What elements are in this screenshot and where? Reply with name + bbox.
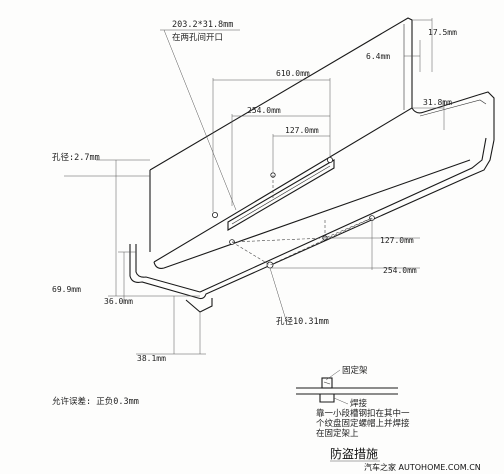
leader-slot <box>163 29 237 211</box>
detail-nut <box>321 377 333 389</box>
base-front-lip <box>129 139 495 300</box>
slot-outline <box>227 159 335 231</box>
slot-inner-line <box>231 165 331 225</box>
label-hole-diameter: 孔径:2.7mm <box>52 152 100 163</box>
footer: 防盗措施 汽车之家 AUTOHOME.COM.CN <box>330 446 481 472</box>
label-big-hole: 孔径10.31mm <box>276 316 329 327</box>
leader-weld <box>333 397 349 405</box>
base-left-foot <box>185 298 213 313</box>
wall-hole-left <box>211 211 218 218</box>
label-254-low: 254.0mm <box>383 266 417 275</box>
dimension-labels: 203.2*31.8mm 在两孔间开口 610.0mm 254.0mm 127.… <box>52 20 457 407</box>
detail-channel <box>319 394 335 403</box>
label-weld: 焊接 <box>350 398 368 409</box>
base-lip-top <box>199 137 487 293</box>
detail-note-line-3: 在固定架上 <box>316 428 359 439</box>
label-254-top: 254.0mm <box>247 106 281 115</box>
label-17-5: 17.5mm <box>428 28 457 37</box>
detail-nut-inner <box>323 381 331 385</box>
leader-fixed-frame <box>325 369 341 381</box>
dimension-lines <box>64 18 445 355</box>
label-610: 610.0mm <box>276 69 310 78</box>
label-slot-size: 203.2*31.8mm <box>172 20 233 30</box>
label-69-9: 69.9mm <box>52 285 81 294</box>
label-31-8: 31.8mm <box>423 98 452 107</box>
base-right-inner <box>419 99 487 117</box>
bracket-body <box>129 17 495 313</box>
label-127-low: 127.0mm <box>380 236 414 245</box>
label-36-0: 36.0mm <box>104 297 133 306</box>
leader-big-hole <box>269 267 287 321</box>
label-fixed-frame: 固定架 <box>342 365 368 376</box>
base-hidden-line-2 <box>231 217 373 266</box>
label-127-top: 127.0mm <box>285 126 319 135</box>
detail-note-line-1: 靠一小段槽钢扣在其中一 <box>316 408 410 419</box>
label-38-1: 38.1mm <box>137 354 166 363</box>
base-back-fold <box>153 159 471 269</box>
weld-detail: 固定架 焊接 靠一小段槽钢扣在其中一 个纹盘固定螺帽上并焊接 在固定架上 <box>296 365 410 439</box>
diagram-title: 防盗措施 <box>330 446 378 461</box>
base-right-end <box>477 91 495 140</box>
base-right-back <box>411 94 479 114</box>
detail-note-line-2: 个纹盘固定螺帽上并焊接 <box>316 418 410 429</box>
wall-hole-right <box>326 156 333 163</box>
label-6-4: 6.4mm <box>366 52 390 61</box>
brand-watermark: 汽车之家 AUTOHOME.COM.CN <box>364 462 481 472</box>
base-hidden-line-1 <box>231 217 373 243</box>
base-hole-large <box>266 261 274 269</box>
label-slot-note: 在两孔间开口 <box>172 32 223 43</box>
label-tolerance: 允许误差: 正负0.3mm <box>52 396 139 407</box>
base-front-inner <box>135 244 201 293</box>
